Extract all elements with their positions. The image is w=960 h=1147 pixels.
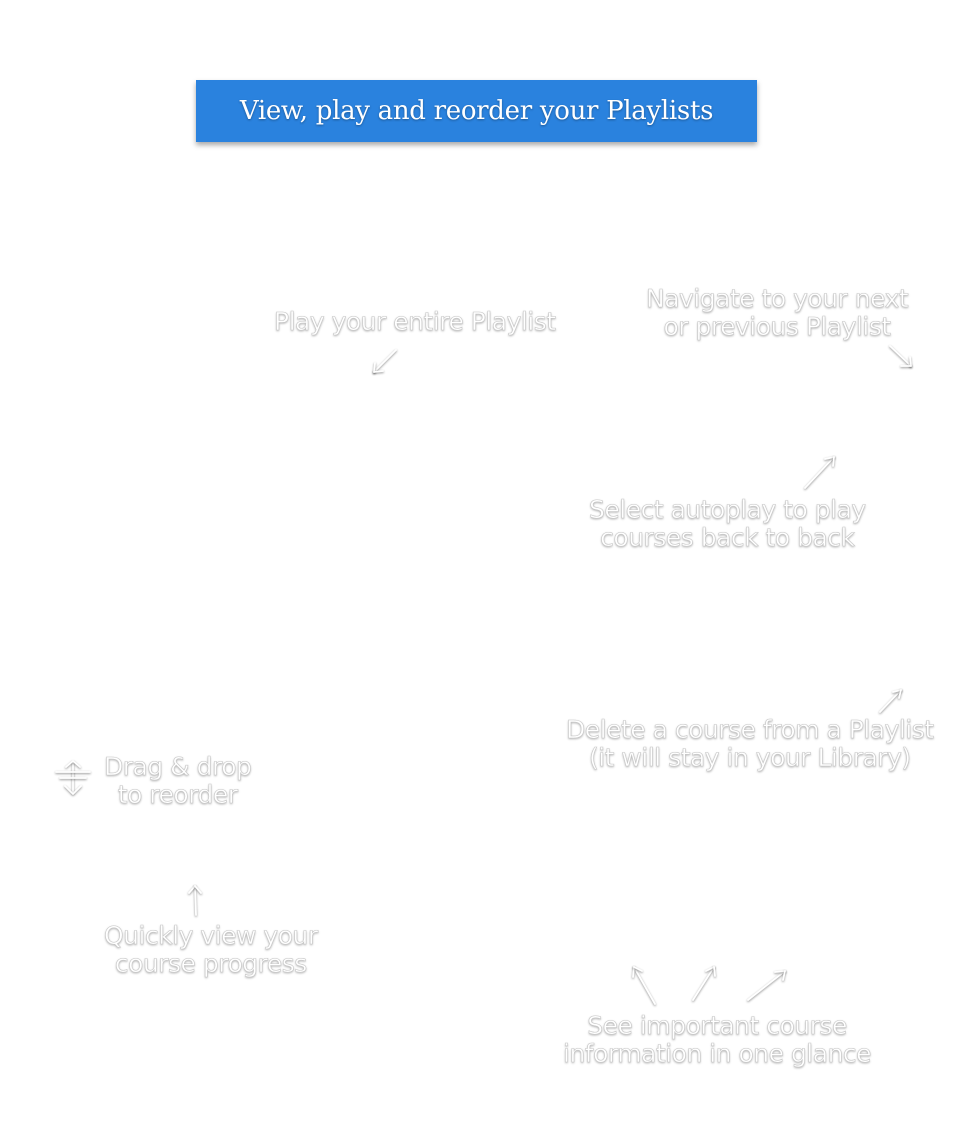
hint-play-playlist: Play your entire Playlist: [274, 307, 557, 336]
hint-course-progress: Quickly view your course progress: [104, 921, 319, 978]
arrow-down-left-icon: [373, 349, 397, 373]
hint-line: See important course: [587, 1011, 848, 1040]
hint-line: course progress: [114, 949, 308, 978]
hint-line: (it will stay in your Library): [588, 743, 912, 772]
arrow-up-right-icon: [692, 966, 716, 1001]
hint-line: Navigate to your next: [646, 284, 909, 313]
arrow-up-right-icon: [747, 970, 786, 1001]
hint-autoplay: Select autoplay to play courses back to …: [589, 495, 867, 552]
hint-line: or previous Playlist: [663, 312, 891, 341]
hint-line: courses back to back: [600, 523, 855, 552]
hint-delete-course: Delete a course from a Playlist (it will…: [566, 715, 935, 772]
arrow-up-icon: [188, 885, 202, 916]
hint-drag-drop: Drag & drop to reorder: [104, 752, 252, 809]
hint-navigate-playlist: Navigate to your next or previous Playli…: [646, 284, 909, 341]
hint-line: Drag & drop: [104, 752, 252, 781]
arrow-up-right-icon: [879, 689, 902, 713]
hint-line: Quickly view your: [104, 921, 319, 950]
hint-line: to reorder: [117, 780, 238, 809]
arrow-up-left-icon: [632, 966, 656, 1005]
hint-line: information in one glance: [563, 1039, 872, 1068]
banner-title: View, play and reorder your Playlists: [239, 96, 714, 126]
title-banner: View, play and reorder your Playlists: [196, 80, 757, 142]
drag-handle-icon: [55, 760, 91, 795]
hint-line: Select autoplay to play: [589, 495, 867, 524]
hint-line: Play your entire Playlist: [274, 307, 557, 336]
arrow-down-right-icon: [889, 345, 912, 367]
hint-course-info: See important course information in one …: [563, 1011, 872, 1068]
arrow-up-right-icon: [804, 456, 835, 489]
hint-line: Delete a course from a Playlist: [566, 715, 935, 744]
